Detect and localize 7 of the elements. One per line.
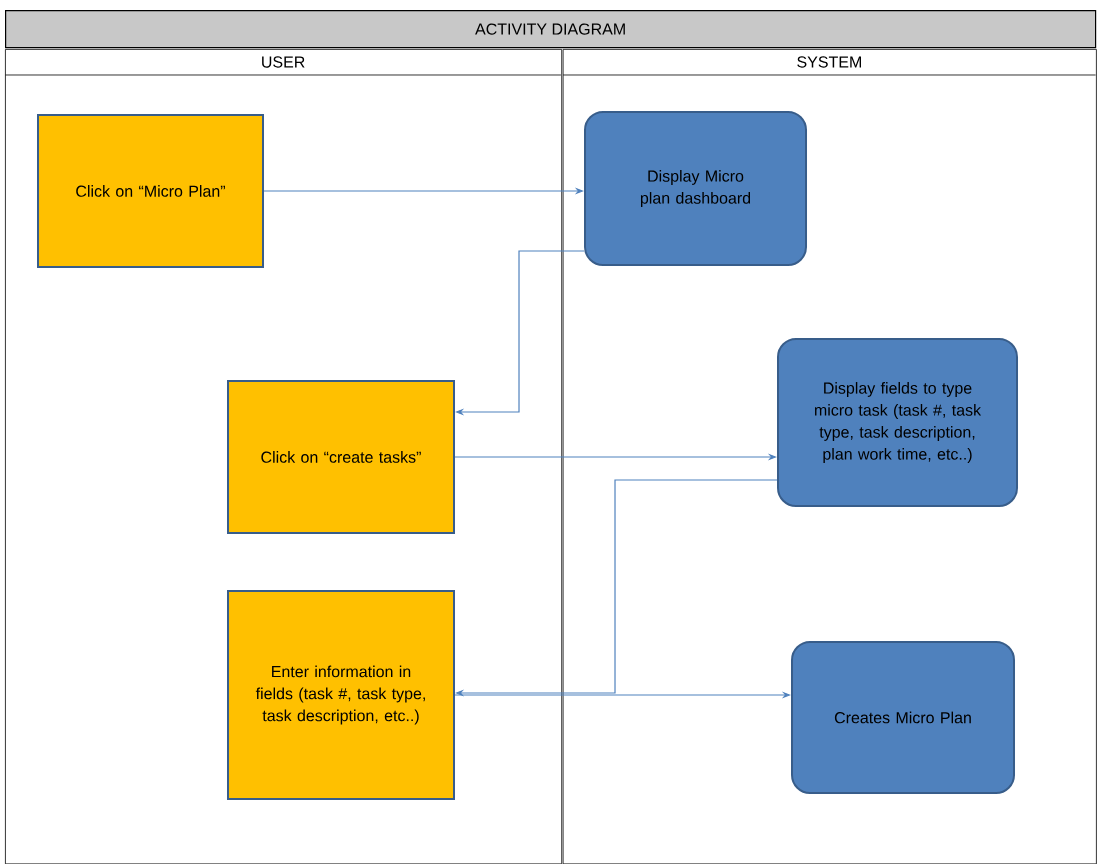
action-box: Enter information in fields (task #, task type, task description, etc..) xyxy=(227,590,455,800)
process-box: Display fields to type micro task (task #, task type, task description, plan work time, etc..) xyxy=(777,338,1018,507)
title-band: ACTIVITY DIAGRAM xyxy=(5,10,1097,49)
process-box: Creates Micro Plan xyxy=(791,641,1015,794)
process-box: Display Micro plan dashboard xyxy=(584,111,807,266)
action-box: Click on “create tasks” xyxy=(227,380,455,534)
action-box: Click on “Micro Plan” xyxy=(37,114,264,268)
